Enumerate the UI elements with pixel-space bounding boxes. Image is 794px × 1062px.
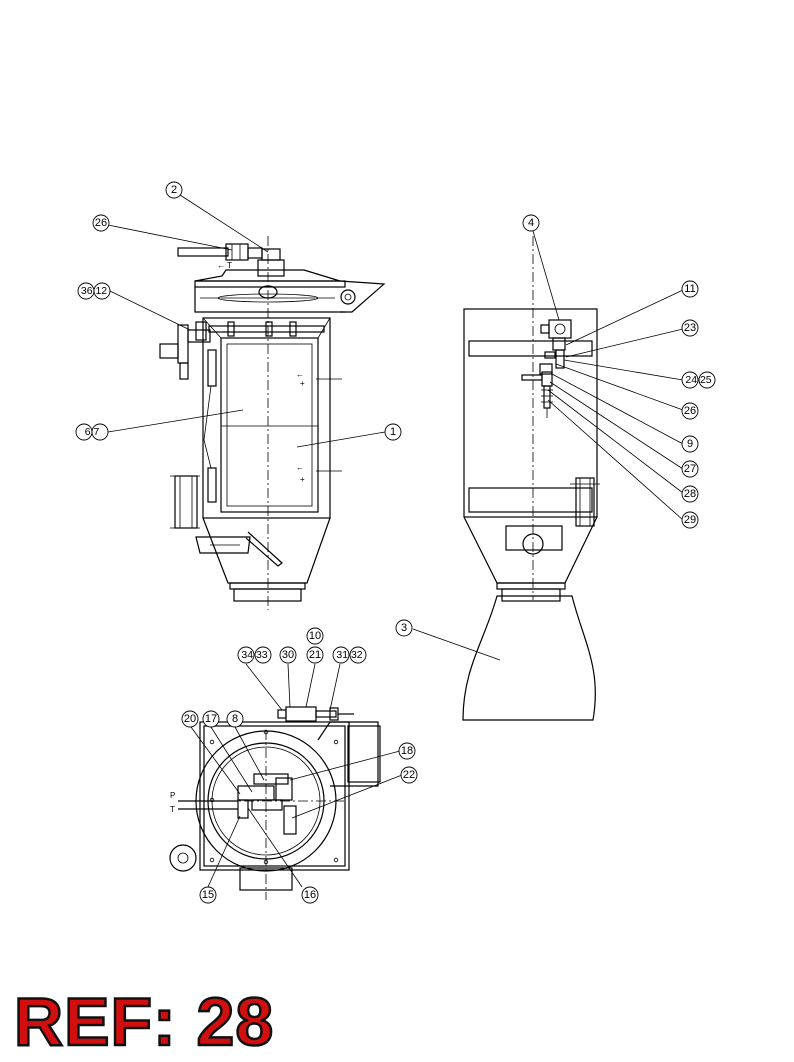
svg-text:26: 26 (684, 405, 696, 417)
callout-31-32: 31 32 (332, 646, 367, 664)
svg-text:2: 2 (171, 184, 177, 196)
callout-1: 1 (384, 423, 402, 441)
svg-text:16: 16 (304, 889, 316, 901)
callout-9: 9 (681, 435, 699, 453)
callout-28: 28 (681, 485, 699, 503)
svg-text:22: 22 (403, 769, 415, 781)
front-marker-arrow-lower: ← (296, 463, 304, 472)
svg-text:20: 20 (184, 713, 196, 725)
callout-30: 30 (279, 646, 297, 664)
callout-20: 20 (181, 710, 199, 728)
svg-text:15: 15 (202, 889, 214, 901)
front-marker-arrow-upper: ← (296, 370, 304, 379)
svg-text:6 7: 6 7 (85, 426, 100, 438)
callout-24-25: 24 25 (681, 371, 716, 389)
top-view: P T (169, 706, 381, 900)
callout-6-7: 6 7 (75, 423, 109, 441)
svg-text:1: 1 (390, 426, 396, 438)
filter-sock (462, 595, 596, 721)
svg-text:9: 9 (687, 438, 693, 450)
svg-text:30: 30 (282, 649, 294, 661)
front-tank-arrow: ← T (217, 261, 232, 270)
callout-16: 16 (301, 886, 319, 904)
callout-19: 26 (92, 214, 110, 232)
callout-15: 15 (199, 886, 217, 904)
callout-29: 29 (681, 511, 699, 529)
svg-text:21: 21 (309, 649, 321, 661)
top-pressure-label: P (170, 791, 175, 800)
callout-4: 4 (522, 214, 540, 232)
callout-26: 26 (681, 402, 699, 420)
svg-text:26: 26 (95, 217, 107, 229)
svg-text:11: 11 (684, 283, 695, 295)
callout-3: 3 (395, 619, 413, 637)
callout-2: 2 (165, 181, 183, 199)
svg-text:4: 4 (528, 217, 534, 229)
svg-text:31 32: 31 32 (336, 649, 362, 661)
svg-text:34 33: 34 33 (241, 649, 267, 661)
front-view: ← T ← + ← + (159, 236, 386, 610)
front-marker-plus-lower: + (300, 475, 305, 484)
callout-22: 22 (400, 766, 418, 784)
svg-text:27: 27 (684, 463, 696, 475)
callout-27: 27 (681, 460, 699, 478)
callout-18: 18 (398, 742, 416, 760)
svg-text:24 25: 24 25 (685, 374, 711, 386)
callout-17: 17 (202, 710, 220, 728)
front-marker-plus-upper: + (300, 379, 305, 388)
svg-text:28: 28 (684, 488, 696, 500)
reference-label: REF: 28 (13, 983, 275, 1062)
leader-lines (107, 194, 684, 888)
callout-23: 23 (681, 319, 699, 337)
callout-36-12: 36 12 (77, 282, 111, 300)
top-tank-label: T (170, 805, 175, 814)
svg-text:29: 29 (684, 514, 696, 526)
svg-text:36 12: 36 12 (81, 285, 107, 297)
svg-text:23: 23 (684, 322, 696, 334)
callout-8: 8 (226, 710, 244, 728)
side-view (463, 236, 600, 602)
callout-11: 11 (681, 280, 699, 298)
svg-text:8: 8 (232, 713, 238, 725)
svg-text:3: 3 (401, 622, 407, 634)
svg-text:10: 10 (309, 630, 321, 642)
svg-text:18: 18 (401, 745, 413, 757)
svg-text:17: 17 (205, 713, 217, 725)
callout-10: 10 (306, 627, 324, 645)
callout-34-33: 34 33 (237, 646, 272, 664)
callout-21: 21 (306, 646, 324, 664)
